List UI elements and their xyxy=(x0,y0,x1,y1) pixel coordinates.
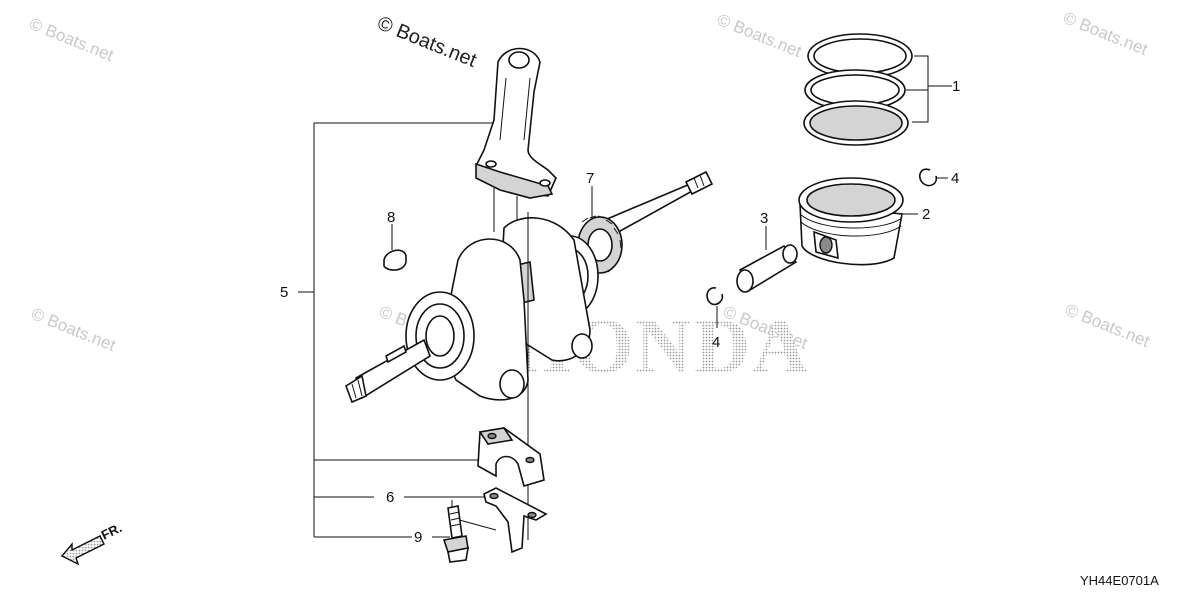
watermark-top-right: © Boats.net xyxy=(1061,8,1151,59)
diagram-code: YH44E0701A xyxy=(1080,573,1159,588)
callout-4-left: 4 xyxy=(712,334,720,351)
bracket-5 xyxy=(298,122,498,538)
piston-rings xyxy=(803,33,952,146)
callout-2: 2 xyxy=(922,206,930,223)
callout-5: 5 xyxy=(280,284,288,301)
watermark-far-right: © Boats.net xyxy=(1063,300,1153,351)
callout-8: 8 xyxy=(387,209,395,226)
circlip-left xyxy=(706,287,724,328)
piston xyxy=(798,177,918,266)
piston-pin xyxy=(736,226,798,293)
callout-9: 9 xyxy=(414,529,422,546)
watermark-top-left: © Boats.net xyxy=(27,14,117,65)
callout-7: 7 xyxy=(586,170,594,187)
front-label: FR. xyxy=(99,520,124,543)
rod-cap xyxy=(477,427,545,488)
watermark-main: © Boats.net xyxy=(374,12,480,72)
callout-3: 3 xyxy=(760,210,768,227)
callout-4-right: 4 xyxy=(951,170,959,187)
watermark-top-center: © Boats.net xyxy=(715,10,805,61)
crankshaft xyxy=(345,170,714,540)
connecting-rod xyxy=(475,47,557,232)
circlip-right xyxy=(918,168,948,187)
bolt xyxy=(442,505,469,563)
callout-1: 1 xyxy=(952,78,960,95)
front-arrow: FR. xyxy=(60,520,124,566)
callout-6: 6 xyxy=(386,489,394,506)
watermark-mid-left: © Boats.net xyxy=(29,304,119,355)
woodruff-key xyxy=(383,224,407,271)
